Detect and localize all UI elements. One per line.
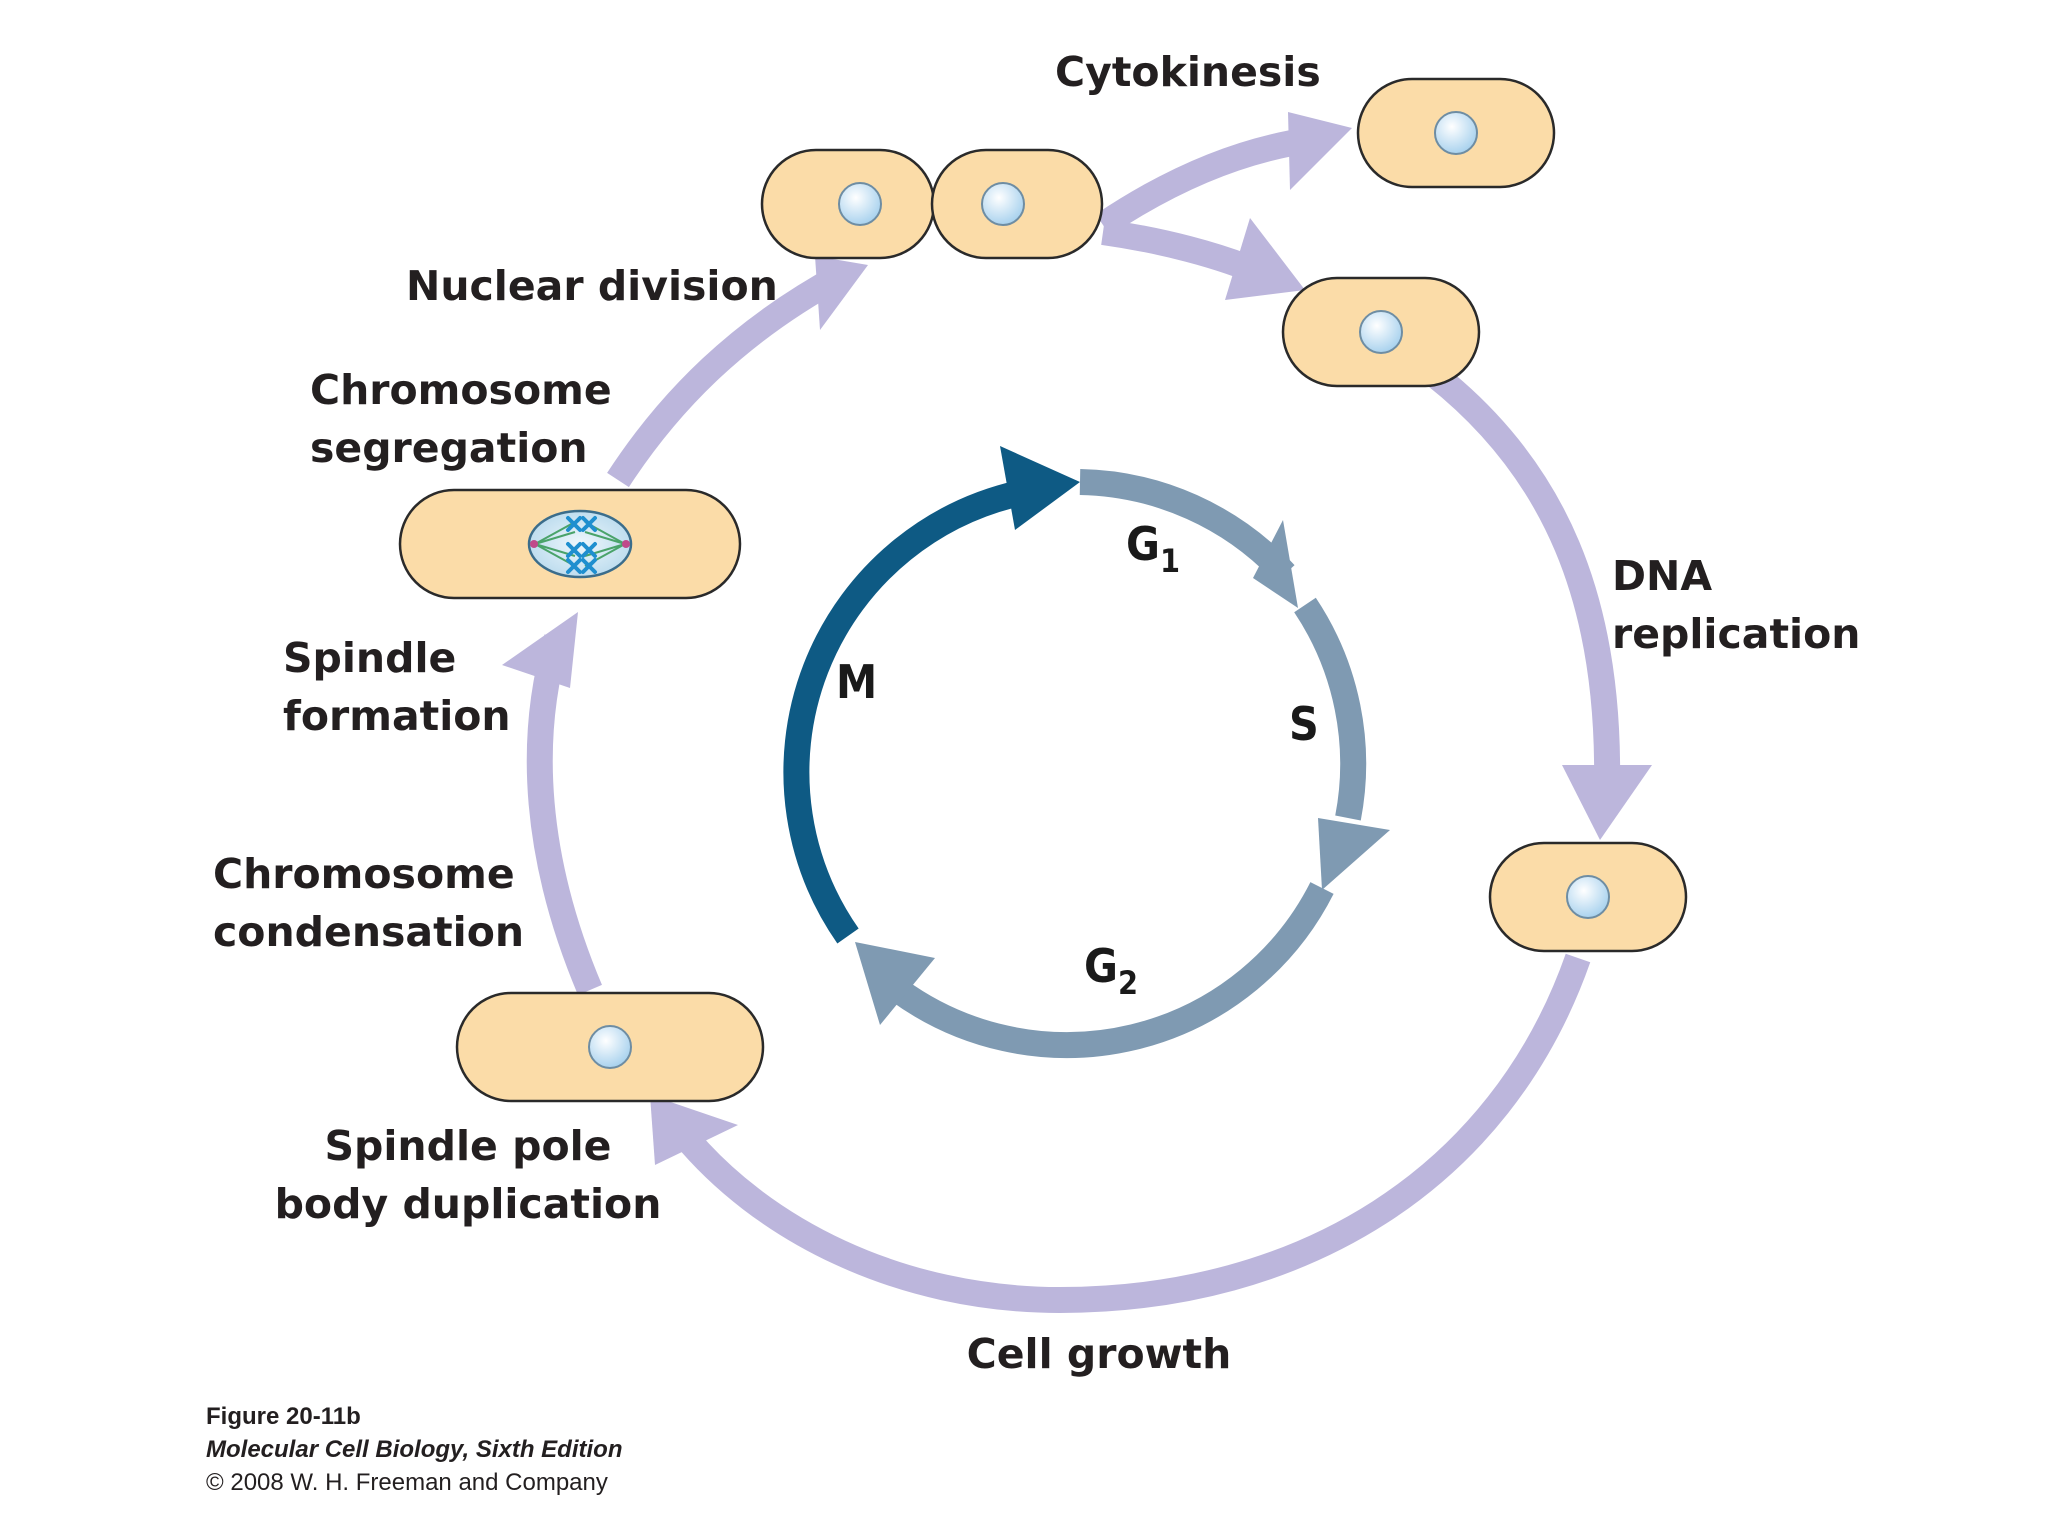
arrow-segregation-to-division bbox=[607, 263, 849, 488]
g2-subscript: 2 bbox=[1118, 964, 1138, 1002]
arrowhead-s-phase bbox=[1318, 818, 1390, 890]
cells bbox=[398, 77, 1688, 1103]
nucleus bbox=[1359, 310, 1403, 354]
nucleus bbox=[981, 182, 1025, 226]
inner-arrowheads bbox=[855, 446, 1390, 1025]
arrowhead-cytokinesis-upper bbox=[1288, 112, 1352, 190]
spindle-pole-body bbox=[530, 540, 538, 548]
spindle-nucleus bbox=[527, 509, 633, 579]
nucleus bbox=[1434, 111, 1478, 155]
m-phase-arc bbox=[783, 480, 1023, 944]
outer-arrowheads bbox=[502, 112, 1652, 1165]
arrow-cell-growth bbox=[669, 953, 1591, 1314]
label-g2-phase: G2 bbox=[1084, 939, 1138, 1002]
spindle-pole-body bbox=[622, 540, 630, 548]
label-cell-growth: Cell growth bbox=[967, 1330, 1232, 1378]
caption-copyright: © 2008 W. H. Freeman and Company bbox=[206, 1469, 608, 1496]
caption-book-title: Molecular Cell Biology, Sixth Edition bbox=[206, 1436, 622, 1463]
phase-labels: M G1 S G2 bbox=[836, 517, 1319, 1002]
g2-phase-arc bbox=[890, 882, 1334, 1059]
inner-cycle-arrows bbox=[783, 469, 1367, 1059]
arrow-cytokinesis-to-dna-replication bbox=[1426, 364, 1621, 786]
arrow-split-upper bbox=[1095, 127, 1312, 236]
nucleus bbox=[1566, 875, 1610, 919]
label-spindle-pole-body-duplication-2: body duplication bbox=[275, 1180, 662, 1228]
g1-letter: G bbox=[1126, 517, 1160, 571]
label-m-phase: M bbox=[836, 655, 877, 709]
arrowhead-g2-phase bbox=[855, 942, 935, 1025]
g2-letter: G bbox=[1084, 939, 1118, 993]
chromosomes bbox=[566, 516, 597, 574]
outer-cycle-arrows bbox=[526, 127, 1621, 1314]
label-dna-replication-1: DNA bbox=[1612, 552, 1712, 600]
arrowhead-dna-replication bbox=[1562, 765, 1652, 840]
arrow-condensation-to-formation bbox=[526, 634, 602, 996]
label-nuclear-division: Nuclear division bbox=[406, 262, 778, 310]
nucleus bbox=[838, 182, 882, 226]
label-s-phase: S bbox=[1289, 697, 1319, 751]
label-spindle-formation-2: formation bbox=[283, 692, 511, 740]
arrowhead-cell-growth bbox=[650, 1095, 738, 1165]
label-spindle-pole-body-duplication-1: Spindle pole bbox=[325, 1122, 612, 1170]
label-spindle-formation-1: Spindle bbox=[283, 634, 456, 682]
label-chromosome-condensation-2: condensation bbox=[213, 908, 524, 956]
nucleus bbox=[588, 1025, 632, 1069]
g1-subscript: 1 bbox=[1160, 542, 1180, 580]
stage-labels: Cytokinesis Nuclear division Chromosome … bbox=[213, 48, 1860, 1378]
figure-caption: Figure 20-11b Molecular Cell Biology, Si… bbox=[206, 1403, 622, 1496]
label-cytokinesis: Cytokinesis bbox=[1055, 48, 1321, 96]
arrowhead-m-phase bbox=[1000, 446, 1080, 530]
s-phase-arc bbox=[1294, 597, 1367, 821]
arrowhead-g1-phase bbox=[1253, 520, 1298, 608]
label-chromosome-condensation-1: Chromosome bbox=[213, 850, 515, 898]
arrowhead-cytokinesis-lower bbox=[1225, 218, 1305, 300]
caption-figure-number: Figure 20-11b bbox=[206, 1403, 361, 1430]
label-g1-phase: G1 bbox=[1126, 517, 1180, 580]
label-chromosome-segregation-1: Chromosome bbox=[310, 366, 612, 414]
arrowhead-spindle-formation bbox=[502, 612, 578, 688]
arrowhead-nuclear-division bbox=[815, 256, 868, 330]
label-chromosome-segregation-2: segregation bbox=[310, 424, 588, 472]
g1-phase-arc bbox=[1079, 469, 1295, 583]
label-dna-replication-2: replication bbox=[1612, 610, 1860, 658]
